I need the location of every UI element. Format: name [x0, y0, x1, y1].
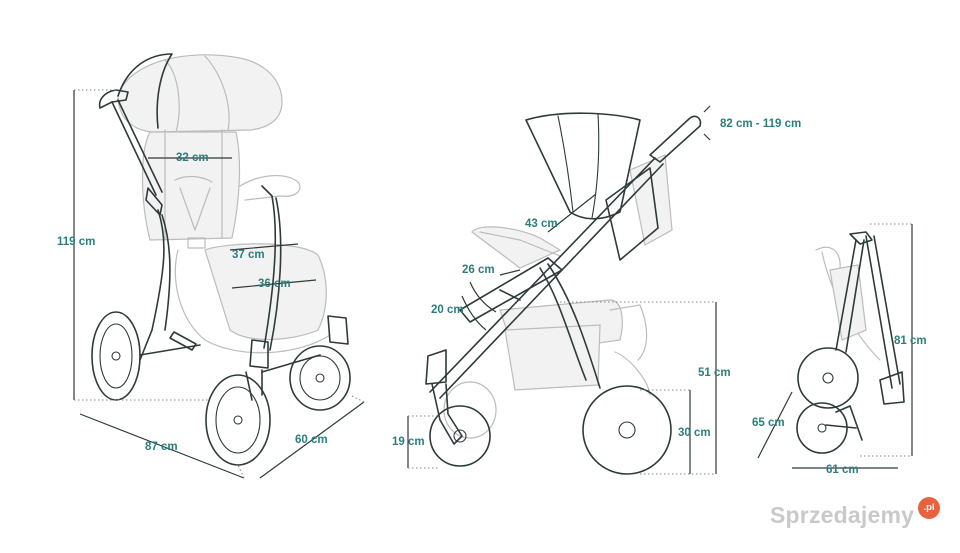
folded-width-label: 61 cm — [826, 464, 859, 476]
folded-view-stroller — [796, 231, 905, 454]
front-view-wheel-right — [289, 345, 351, 411]
side-front-wheel-label: 19 cm — [392, 436, 425, 448]
folded-height-label: 81 cm — [894, 335, 927, 347]
front-seat-depth-label: 37 cm — [232, 249, 265, 261]
folded-depth-label: 65 cm — [752, 417, 785, 429]
front-width-label: 60 cm — [295, 434, 328, 446]
front-height-label: 119 cm — [57, 236, 96, 248]
front-seat-width-label: 32 cm — [176, 152, 209, 164]
folded-view-dimension-lines — [757, 223, 913, 469]
front-view-wheel-left — [91, 311, 141, 401]
side-backrest-length-label: 43 cm — [525, 218, 558, 230]
side-footrest-length-label: 20 cm — [431, 304, 464, 316]
side-backrest-angle-label: 26 cm — [462, 264, 495, 276]
front-view-stroller — [91, 53, 351, 466]
side-handle-height-label: 82 cm - 119 cm — [720, 118, 802, 130]
side-view-front-wheel — [429, 405, 491, 467]
side-rear-wheel-label: 30 cm — [678, 427, 711, 439]
side-view-stroller — [425, 112, 702, 475]
side-view-dimension-lines — [407, 105, 717, 475]
folded-view-rear-wheel — [797, 347, 859, 409]
watermark-text: Sprzedajemy — [770, 502, 915, 528]
folded-view-front-wheel — [796, 402, 848, 454]
front-view-wheel-front — [205, 369, 271, 466]
front-length-label: 87 cm — [145, 441, 178, 453]
side-view-rear-wheel — [582, 385, 672, 475]
front-footrest-width-label: 36 cm — [258, 278, 291, 290]
front-view-dimension-lines — [73, 89, 365, 479]
watermark-badge: .pl — [918, 497, 940, 519]
side-seat-height-label: 51 cm — [698, 367, 731, 379]
